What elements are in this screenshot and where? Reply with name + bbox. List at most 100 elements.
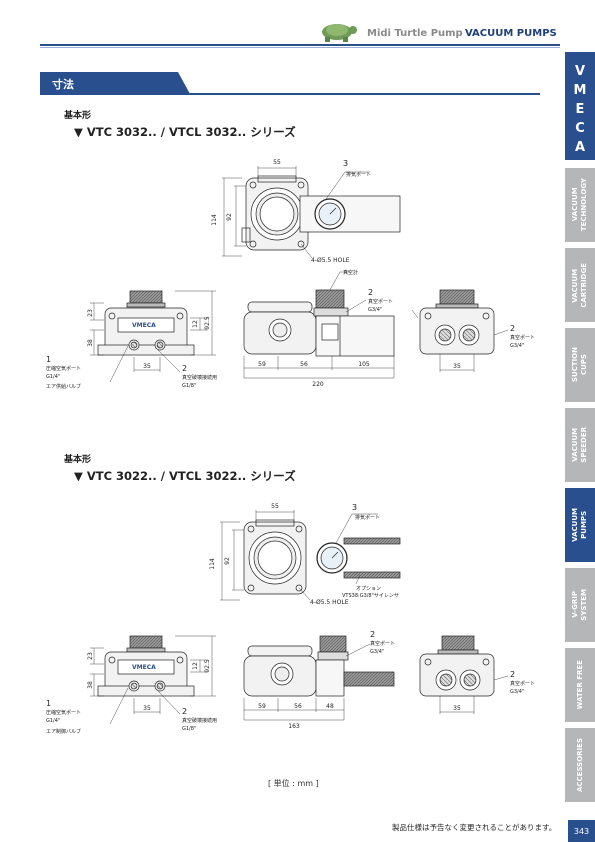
d2-mid-p2-number: 2 [370, 630, 375, 639]
d2-dim-38: 38 [87, 681, 94, 689]
d2-dim-35: 35 [143, 705, 151, 712]
tab-vacuum-speeder[interactable]: VACUUM SPEEDER [565, 408, 595, 482]
d1-p1-number: 1 [46, 355, 51, 364]
d2-p1-number: 1 [46, 699, 51, 708]
logo-letter-a: A [574, 140, 586, 155]
d2-dim-92-5: 92.5 [204, 659, 211, 673]
d2-port3-number: 3 [352, 503, 357, 512]
d2-dim-59: 59 [258, 703, 266, 710]
d2-mid-p2-thread: G3/4" [370, 649, 384, 655]
logo-letter-m: M [573, 83, 587, 98]
d1-side-view [243, 289, 395, 357]
tab-suction-cups[interactable]: SUCTION CUPS [565, 328, 595, 402]
d2-end-view [419, 635, 495, 697]
category-name: VACUUM PUMPS [465, 28, 557, 39]
d2-end-dim-35: 35 [453, 705, 461, 712]
d1-end-p2-label: 真空ポート [510, 334, 535, 341]
d2-dim-56: 56 [294, 703, 302, 710]
d1-dim-220: 220 [312, 381, 324, 388]
unit-note: [ 単位 : mm ] [268, 779, 319, 788]
d1-gauge-label: 真空計 [343, 269, 358, 276]
d1-dim-55: 55 [273, 159, 281, 166]
product-name: Midi Turtle Pump [367, 28, 463, 39]
d2-option-label: オプション [356, 586, 381, 592]
tab-vacuum-technology[interactable]: VACUUM TECHNOLOGY [565, 168, 595, 242]
d1-mid-p2-thread: G3/4" [368, 307, 382, 313]
section-title: 寸法 [52, 78, 74, 91]
d1-dim-35: 35 [143, 363, 151, 370]
vmeca-logo: V M E C A [565, 52, 595, 160]
page-number: 343 [568, 820, 595, 842]
d1-dim-92-5: 92.5 [204, 316, 211, 330]
d2-dim-12: 12 [192, 662, 199, 670]
d2-p1-valve: エア制御バルブ [46, 728, 81, 735]
section-bar [40, 72, 190, 94]
d1-left-brand: VMECA [132, 322, 156, 329]
d1-port3-label: 排気ポート [346, 171, 371, 178]
d1-p1-thread: G1/4" [46, 374, 60, 380]
d2-dim-23: 23 [87, 652, 94, 660]
d1-dim-92: 92 [226, 213, 233, 221]
technical-drawings: 55 114 92 3 排気ポート 4-Ø5.5 HOLE VMECA [46, 159, 535, 735]
block2-series-title: ▼ VTC 3022.. / VTCL 3022.. シリーズ [74, 469, 296, 483]
d1-dim-114: 114 [211, 214, 218, 226]
d1-top-view [241, 175, 401, 251]
d2-p1-thread: G1/4" [46, 718, 60, 724]
logo-letter-e: E [575, 102, 585, 117]
spec-change-note: 製品仕様は予告なく変更されることがあります。 [392, 823, 557, 832]
d2-dim-48: 48 [326, 703, 334, 710]
tab-vacuum-cartridge[interactable]: VACUUM CARTRIDGE [565, 248, 595, 322]
d1-p2-number: 2 [182, 364, 187, 373]
d2-mid-p2-label: 真空ポート [370, 640, 395, 647]
d1-dim-12: 12 [192, 320, 199, 328]
d1-dim-23: 23 [87, 309, 94, 317]
section-underline [40, 93, 540, 95]
block2-subtitle: 基本形 [64, 455, 92, 465]
d2-dim-55: 55 [271, 503, 279, 510]
d2-option-silencer: VTS38:G3/8"サイレンサ [342, 593, 399, 599]
d2-end-p2-label: 真空ポート [510, 680, 535, 687]
header-divider-thin [40, 47, 560, 48]
d1-left-view: VMECA [97, 290, 195, 356]
logo-letter-c: C [575, 121, 585, 136]
logo-letter-v: V [574, 64, 586, 79]
d2-end-p2-thread: G3/4" [510, 689, 524, 695]
d2-end-p2-number: 2 [510, 670, 515, 679]
d1-dim-105: 105 [358, 361, 370, 368]
d2-hole-label: 4-Ø5.5 HOLE [310, 599, 349, 606]
d2-p2-thread: G1/8" [182, 726, 196, 732]
d2-dim-114: 114 [209, 558, 216, 570]
header-divider [40, 44, 560, 46]
d2-left-brand: VMECA [132, 664, 156, 671]
d1-dim-56: 56 [300, 361, 308, 368]
d1-p1-label: 圧縮空気ポート [46, 365, 81, 372]
d1-port3-number: 3 [343, 159, 348, 168]
d1-mid-p2-number: 2 [368, 288, 373, 297]
d2-top-view [243, 519, 401, 595]
d1-end-p2-thread: G3/4" [510, 343, 524, 349]
tab-vacuum-pumps[interactable]: VACUUM PUMPS [565, 488, 595, 562]
d2-p2-label: 真空破壊接続用 [182, 717, 217, 724]
tab-v-grip-system[interactable]: V-GRIP SYSTEM [565, 568, 595, 642]
d1-p1-valve: エア供給バルブ [46, 383, 81, 390]
tab-water-free[interactable]: WATER FREE [565, 648, 595, 722]
d1-end-view [419, 289, 495, 355]
d2-left-view: VMECA [97, 635, 195, 697]
d2-port3-label: 排気ポート [355, 514, 380, 521]
d1-dim-59: 59 [258, 361, 266, 368]
turtle-logo-icon [316, 18, 358, 48]
d2-dim-92: 92 [224, 557, 231, 565]
d1-dim-38: 38 [87, 339, 94, 347]
d2-p2-number: 2 [182, 707, 187, 716]
d2-p1-label: 圧縮空気ポート [46, 709, 81, 716]
block1-subtitle: 基本形 [64, 111, 92, 121]
d2-side-view [243, 635, 395, 697]
d1-p2-label: 真空破壊接続用 [182, 374, 217, 381]
d1-end-p2-number: 2 [510, 324, 515, 333]
tab-accessories[interactable]: ACCESSORIES [565, 728, 595, 802]
d1-mid-p2-label: 真空ポート [368, 298, 393, 305]
d1-end-dim-35: 35 [453, 363, 461, 370]
d1-hole-label: 4-Ø5.5 HOLE [311, 257, 350, 264]
d1-p2-thread: G1/8" [182, 383, 196, 389]
block1-series-title: ▼ VTC 3032.. / VTCL 3032.. シリーズ [74, 125, 296, 139]
